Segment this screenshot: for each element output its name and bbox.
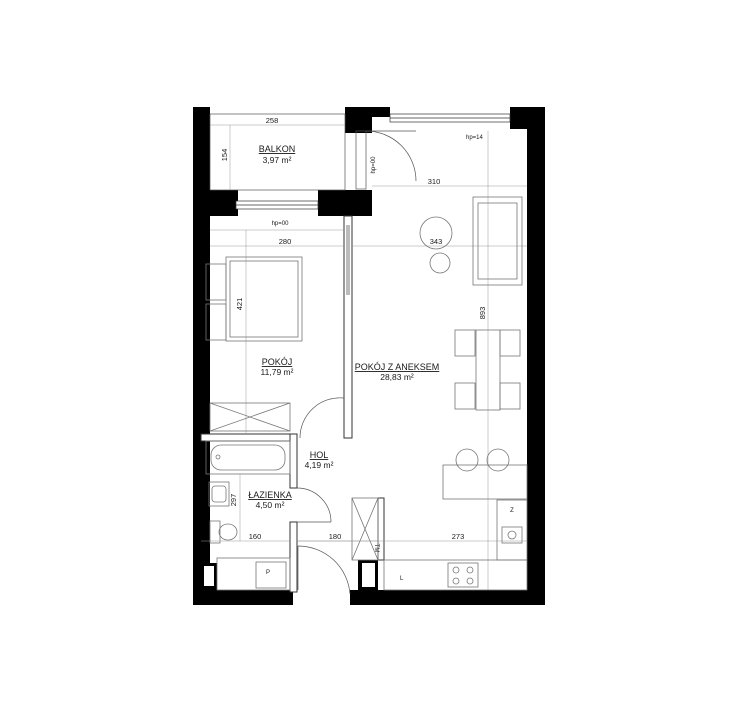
balcony-width-dim: 258	[266, 116, 279, 125]
hall-width-dim: 180	[329, 532, 342, 541]
l-symbol: L	[400, 576, 404, 582]
exterior-walls	[193, 107, 545, 605]
bedroom-door-arc	[299, 397, 345, 439]
door-hp-right-label: hp=14	[466, 135, 484, 141]
round-table	[419, 216, 453, 250]
bedroom-name: POKÓJ	[262, 357, 293, 367]
sofa	[472, 196, 523, 286]
interior-walls	[200, 215, 385, 593]
bathroom-name: ŁAZIENKA	[248, 490, 292, 500]
bed	[205, 256, 303, 342]
pouf	[429, 252, 451, 274]
hall-area: 4,19 m²	[305, 460, 334, 470]
bedroom-width-dim: 280	[279, 237, 292, 246]
balcony-area: 3,97 m²	[263, 155, 292, 165]
balcony-name: BALKON	[259, 144, 296, 154]
balcony-depth-dim: 154	[220, 149, 229, 162]
kitchen-counter: Z L	[383, 499, 528, 591]
bathroom: 297 160 ŁAZIENKA 4,50 m² P	[201, 440, 292, 591]
balcony: 258 154 BALKON 3,97 m²	[209, 113, 346, 191]
living-room: 310 343 893 POKÓJ Z ANEKSEM 28,83 m²	[297, 131, 528, 591]
dining-set	[454, 329, 521, 411]
door-hp-balcony-label: hp=00	[371, 156, 377, 174]
bathroom-area: 4,50 m²	[256, 500, 285, 510]
door-hp-bedroom-label: hp=00	[272, 221, 290, 227]
z-symbol: Z	[510, 508, 514, 514]
living-width-dim: 343	[430, 237, 443, 246]
living-top-dim: 310	[428, 177, 441, 186]
living-depth-dim: 893	[478, 307, 487, 320]
wardrobe	[209, 402, 291, 432]
bath-width-dim: 160	[249, 532, 262, 541]
kitchen-width-dim: 273	[452, 532, 465, 541]
p-symbol: P	[266, 570, 270, 576]
bedroom-depth-dim: 421	[235, 298, 244, 311]
hall-name: HOL	[310, 450, 329, 460]
hall: HOL 4,19 m² 180	[296, 450, 379, 595]
bedroom-area: 11,79 m²	[261, 367, 294, 377]
living-area: 28,83 m²	[380, 372, 414, 382]
bedroom: 280 hp=00 421 POKÓJ 11,79 m²	[205, 221, 345, 439]
living-name: POKÓJ Z ANEKSEM	[355, 362, 440, 372]
balcony-door: hp=00 hp=14	[355, 130, 484, 190]
bath-depth-dim: 297	[229, 494, 238, 507]
tm-symbol: TM	[373, 544, 379, 553]
kitchen-island	[442, 448, 528, 500]
windows	[235, 113, 511, 210]
